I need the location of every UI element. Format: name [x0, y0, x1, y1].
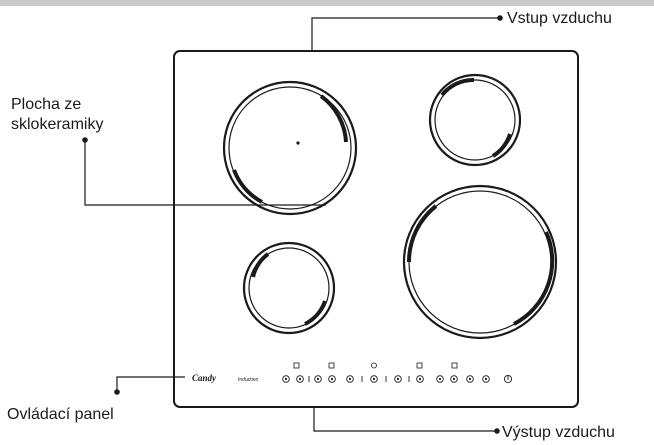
zone-indicator-icon — [293, 362, 300, 369]
label-control-panel: Ovládací panel — [7, 406, 114, 423]
minus-touch-key[interactable] — [314, 375, 322, 383]
lock-touch-key[interactable] — [466, 375, 474, 383]
plus-touch-key[interactable] — [450, 375, 458, 383]
minus-touch-key[interactable] — [282, 375, 290, 383]
control-panel: Candy Induction — [192, 362, 513, 384]
cooking-zone-rear-right-small — [428, 73, 522, 167]
timer-indicator-icon — [371, 362, 377, 369]
leader-air-inlet — [311, 15, 503, 50]
zone-indicator-icon — [451, 362, 458, 369]
leader-control-panel — [114, 376, 185, 395]
leader-air-outlet — [313, 407, 500, 434]
label-glass-surface-line2: sklokeramiky — [11, 116, 104, 133]
plus-touch-key[interactable] — [328, 375, 336, 383]
plus-touch-key[interactable] — [296, 375, 304, 383]
brand-logo: Candy — [192, 373, 217, 383]
boost-touch-key[interactable] — [482, 375, 490, 383]
zone-indicator-icon — [328, 362, 335, 369]
minus-touch-key[interactable] — [394, 375, 402, 383]
power-touch-key[interactable] — [503, 374, 513, 384]
timer-plus-touch-key[interactable] — [370, 375, 378, 383]
timer-minus-touch-key[interactable] — [346, 375, 354, 383]
cooking-zone-front-right-large — [402, 184, 558, 340]
plus-touch-key[interactable] — [416, 375, 424, 383]
label-glass-surface-line1: Plocha ze — [11, 96, 82, 113]
label-air-inlet: Vstup vzduchu — [507, 10, 612, 27]
cooking-zone-front-left-large — [222, 80, 358, 216]
leader-glass-surface — [82, 137, 326, 206]
hob-glass-panel — [173, 50, 579, 408]
brand-tagline: Induction — [238, 377, 259, 383]
top-bar — [0, 0, 654, 6]
label-air-outlet: Výstup vzduchu — [502, 424, 615, 441]
minus-touch-key[interactable] — [436, 375, 444, 383]
zone-indicator-icon — [416, 362, 423, 369]
cooking-zone-front-left-small — [242, 241, 336, 335]
